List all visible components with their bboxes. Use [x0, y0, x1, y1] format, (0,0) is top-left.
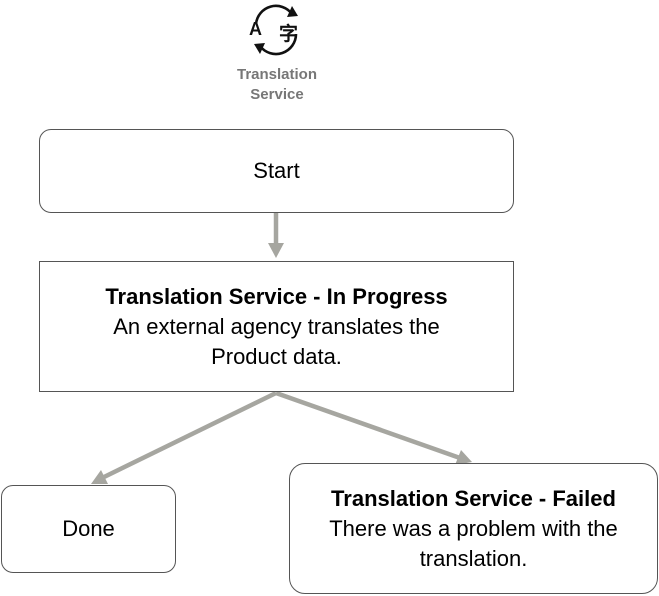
done-node: Done: [1, 485, 176, 573]
start-node: Start: [39, 129, 514, 213]
cjk-glyph: 字: [279, 22, 298, 45]
in-progress-node: Translation Service - In Progress An ext…: [39, 261, 514, 392]
start-label: Start: [253, 158, 300, 183]
failed-title: Translation Service - Failed: [331, 485, 616, 511]
connector-start-to-progress: [268, 213, 284, 258]
translate-icon: A 字: [246, 2, 306, 58]
failed-node: Translation Service - Failed There was a…: [289, 463, 658, 594]
in-progress-title: Translation Service - In Progress: [105, 283, 448, 309]
failed-description: There was a problem with the translation…: [329, 515, 618, 571]
connector-progress-to-done: [91, 390, 277, 484]
in-progress-description: An external agency translates the Produc…: [113, 313, 440, 369]
latin-glyph: A: [249, 19, 262, 39]
done-label: Done: [62, 516, 115, 541]
service-caption: Translation Service: [236, 66, 318, 103]
connector-progress-to-failed: [275, 390, 472, 465]
